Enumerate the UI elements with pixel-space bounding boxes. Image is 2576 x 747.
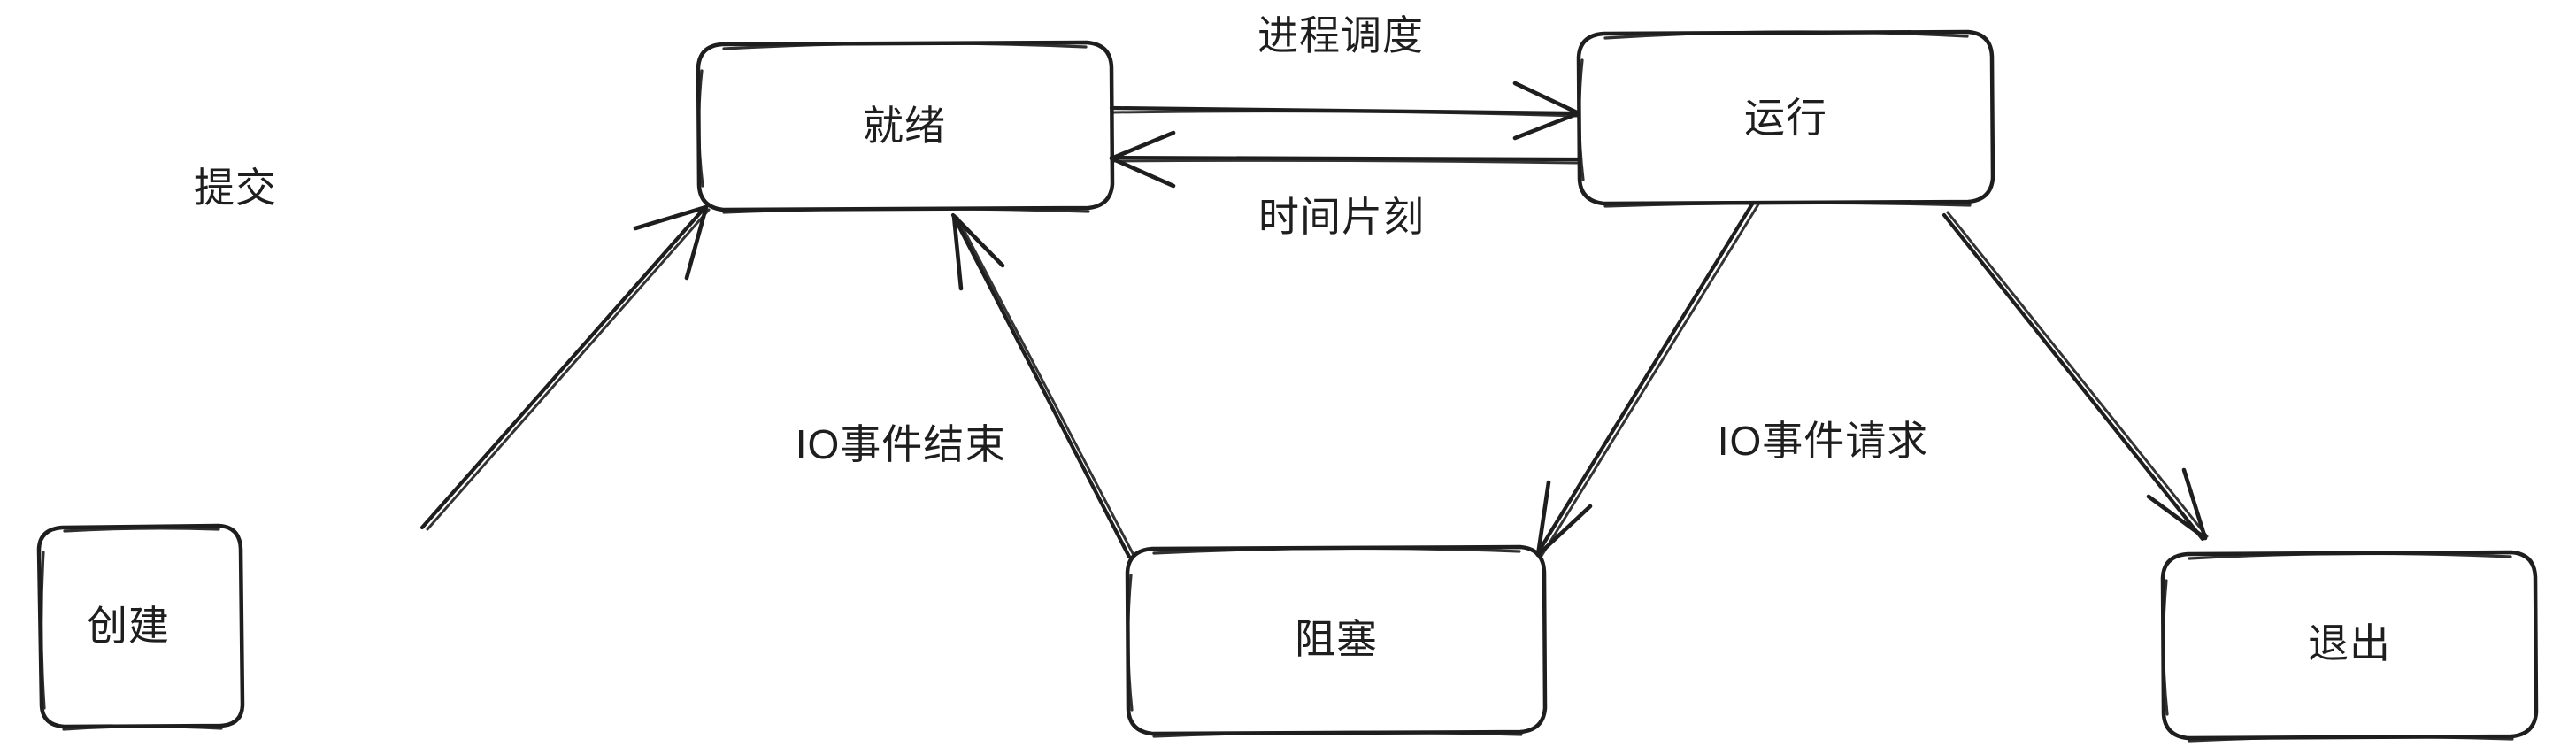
node-blocked[interactable] — [1125, 544, 1548, 738]
edge-running-to-ready-line — [1109, 155, 1581, 162]
edge-running-to-blocked-arrowhead — [1535, 480, 1593, 558]
node-running-outline — [1576, 29, 1995, 206]
edge-ready-to-running-line-echo — [1111, 110, 1580, 118]
node-exit[interactable] — [2160, 550, 2539, 743]
edge-blocked-to-ready-line — [950, 212, 1132, 559]
node-running-outline-echo — [1578, 30, 1972, 208]
edge-ready-to-running-arrowhead — [1512, 81, 1581, 141]
edge-label-ready-to-running: 进程调度 — [1257, 12, 1424, 58]
edge-running-to-exit-arrowhead — [2146, 467, 2208, 541]
node-exit-outline-echo — [2162, 551, 2514, 743]
node-create-label: 创建 — [87, 603, 170, 649]
edge-running-to-blocked-line-echo — [1540, 203, 1760, 558]
edge-label-create-to-ready: 提交 — [194, 165, 277, 211]
edge-label-running-to-blocked: IO事件请求 — [1717, 418, 1929, 464]
edge-create-to-ready-arrowhead — [633, 204, 709, 281]
edge-running-to-ready-line-echo — [1110, 158, 1579, 165]
edge-running-to-ready-arrowhead — [1109, 130, 1176, 189]
node-create-outline — [36, 523, 245, 729]
node-exit-label: 退出 — [2308, 620, 2391, 666]
node-create-outline-echo — [40, 527, 223, 731]
node-ready-label: 就绪 — [863, 103, 946, 149]
node-exit-outline — [2160, 550, 2539, 741]
edge-create-to-ready[interactable] — [419, 204, 711, 531]
edge-label-running-to-ready: 时间片刻 — [1258, 194, 1425, 240]
edge-create-to-ready-line — [419, 204, 708, 530]
edge-blocked-to-ready[interactable] — [950, 212, 1135, 559]
node-blocked-outline — [1125, 544, 1548, 736]
node-blocked-label: 阻塞 — [1295, 616, 1378, 662]
node-create[interactable] — [36, 523, 245, 731]
node-ready-outline — [696, 40, 1115, 212]
edge-label-blocked-to-ready: IO事件结束 — [795, 421, 1007, 467]
edge-running-to-exit-line — [1942, 212, 2205, 542]
edge-running-to-ready[interactable] — [1109, 130, 1581, 189]
node-ready-outline-echo — [697, 42, 1090, 214]
node-blocked-outline-echo — [1127, 546, 1523, 738]
node-running[interactable] — [1576, 29, 1995, 208]
edge-running-to-blocked[interactable] — [1534, 200, 1760, 558]
node-running-label: 运行 — [1744, 95, 1827, 141]
edge-running-to-blocked-line — [1534, 200, 1756, 557]
edge-create-to-ready-line-echo — [426, 208, 711, 531]
edge-ready-to-running[interactable] — [1109, 81, 1581, 141]
edge-blocked-to-ready-line-echo — [956, 216, 1135, 557]
edge-running-to-exit-line-echo — [1946, 211, 2209, 538]
edge-blocked-to-ready-arrowhead — [951, 213, 1005, 291]
edge-running-to-exit[interactable] — [1942, 211, 2209, 542]
node-ready[interactable] — [696, 40, 1115, 214]
